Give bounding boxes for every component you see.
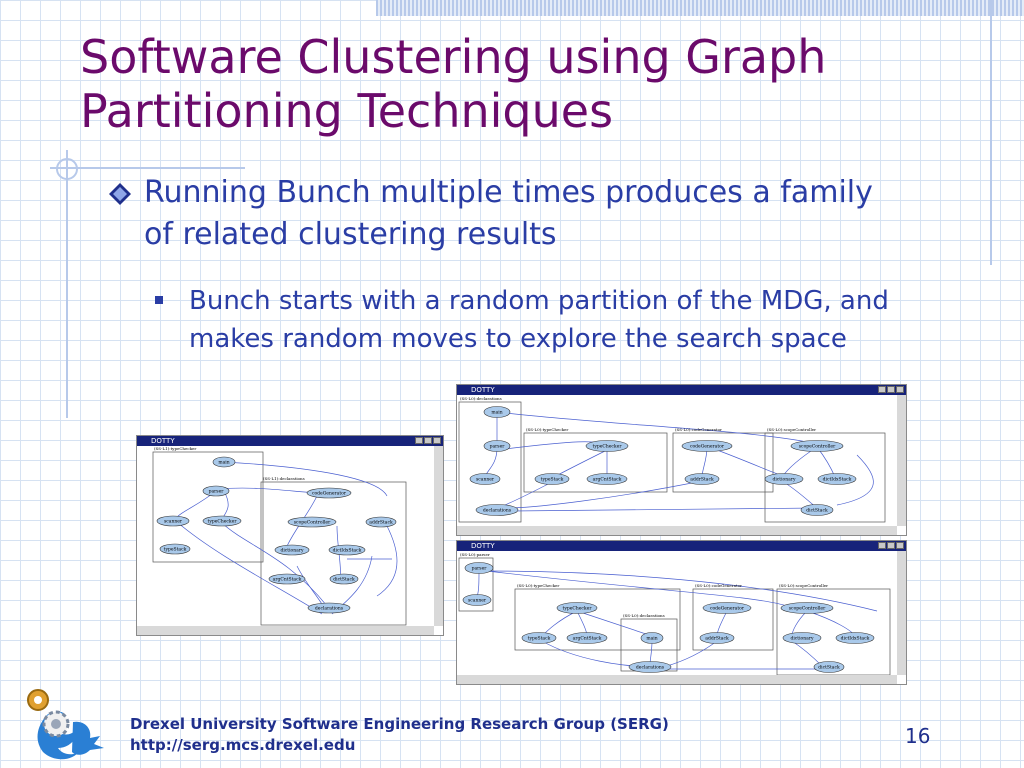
node-label: codeGenerator	[312, 491, 347, 497]
window-titlebar: DOTTY	[457, 541, 906, 551]
decorative-band	[376, 0, 1024, 16]
cluster-label: (SS-L0):codeGenerator	[675, 427, 722, 432]
graph-canvas: main parser scanner typeChecker typeStac…	[458, 396, 886, 523]
node-label: declarations	[636, 665, 665, 671]
node-label: argCntStack	[593, 477, 622, 483]
graph-canvas: parser scanner typeChecker typeStack arg…	[458, 552, 891, 675]
node-label: addrStack	[690, 477, 714, 483]
node-label: codeGenerator	[690, 444, 725, 450]
window-title: DOTTY	[471, 386, 495, 394]
minimize-button[interactable]	[878, 542, 886, 549]
cluster-label: (SS-L0):typeChecker	[526, 427, 568, 432]
slide-title: Software Clustering using Graph Partitio…	[80, 30, 827, 138]
node-label: scopeController	[294, 520, 331, 526]
close-button[interactable]	[896, 542, 904, 549]
dotty-window-top-right: DOTTY	[456, 384, 907, 536]
cluster-label: (SS-L0):scopeController	[779, 583, 828, 588]
node-label: dictStack	[818, 665, 840, 671]
diamond-bullet-icon	[109, 183, 131, 205]
cluster-label: (SS-L1):declarations	[263, 476, 305, 481]
vertical-scrollbar[interactable]	[434, 446, 443, 626]
node-label: scopeController	[799, 444, 836, 450]
footer-org: Drexel University Software Engineering R…	[130, 715, 669, 733]
vertical-scrollbar[interactable]	[897, 551, 906, 675]
close-button[interactable]	[896, 386, 904, 393]
window-titlebar: DOTTY	[457, 385, 906, 395]
minimize-button[interactable]	[415, 437, 423, 444]
node-label: typeChecker	[563, 606, 593, 612]
window-title: DOTTY	[151, 437, 175, 445]
node-label: dictIdxStack	[841, 636, 870, 642]
square-bullet-icon	[155, 296, 163, 304]
close-button[interactable]	[433, 437, 441, 444]
decorative-line	[50, 167, 245, 169]
dotty-window-left: DOTTY	[136, 435, 444, 636]
decorative-line	[990, 0, 992, 265]
window-title: DOTTY	[471, 542, 495, 550]
cluster-label: (SS-L0):typeChecker	[517, 583, 559, 588]
node-label: typeStack	[528, 636, 551, 642]
cluster-label: (SS-L0):parser	[460, 552, 490, 557]
node-label: typeChecker	[593, 444, 623, 450]
decorative-circle	[56, 158, 78, 180]
node-label: main	[218, 460, 229, 466]
horizontal-scrollbar[interactable]	[137, 626, 434, 635]
node-label: argCntStack	[573, 636, 602, 642]
node-label: addrStack	[369, 520, 393, 526]
page-number: 16	[905, 724, 931, 748]
bullet-text: Running Bunch multiple times produces a …	[144, 175, 873, 252]
horizontal-scrollbar[interactable]	[457, 526, 897, 535]
node-label: scanner	[164, 520, 183, 525]
node-label: parser	[490, 445, 506, 450]
node-label: dictionary	[790, 636, 814, 642]
node-label: scopeController	[789, 606, 826, 612]
maximize-button[interactable]	[424, 437, 432, 444]
node-label: typeChecker	[208, 519, 238, 525]
dotty-window-bottom-right: DOTTY	[456, 540, 907, 685]
node-label: dictIdxStack	[333, 548, 362, 554]
node-label: argCntStack	[273, 577, 302, 583]
bullet-text: Bunch starts with a random partition of …	[189, 286, 889, 354]
node-label: addrStack	[705, 636, 729, 642]
node-label: codeGenerator	[710, 606, 745, 612]
vertical-scrollbar[interactable]	[897, 395, 906, 526]
cluster-label: (SS-L1):typeChecker	[154, 446, 196, 451]
footer: Drexel University Software Engineering R…	[130, 714, 669, 756]
node-label: declarations	[315, 606, 344, 612]
node-label: typeStack	[164, 547, 187, 553]
horizontal-scrollbar[interactable]	[457, 675, 897, 684]
node-label: dictionary	[280, 548, 304, 554]
minimize-button[interactable]	[878, 386, 886, 393]
node-label: dictStack	[806, 508, 828, 514]
footer-url[interactable]: http://serg.mcs.drexel.edu	[130, 736, 356, 754]
maximize-button[interactable]	[887, 386, 895, 393]
node-label: dictStack	[333, 577, 355, 583]
node-label: parser	[472, 567, 488, 572]
decorative-line	[66, 150, 68, 418]
node-label: parser	[209, 490, 225, 495]
node-label: declarations	[483, 508, 512, 514]
cluster-label: (SS-L0):codeGenerator	[695, 583, 742, 588]
node-label: scanner	[468, 599, 487, 604]
cluster-label: (SS-L0):declarations	[460, 396, 502, 401]
node-label: dictIdxStack	[823, 477, 852, 483]
maximize-button[interactable]	[887, 542, 895, 549]
node-label: typeStack	[541, 477, 564, 483]
node-label: scanner	[476, 478, 495, 483]
node-label: main	[646, 636, 657, 642]
window-titlebar: DOTTY	[137, 436, 443, 446]
node-label: main	[491, 410, 502, 416]
serg-logo-icon	[27, 689, 104, 760]
cluster-label: (SS-L0):declarations	[623, 613, 665, 618]
graph-canvas: main parser scanner typeChecker typeStac…	[152, 446, 407, 626]
cluster-label: (SS-L0):scopeController	[767, 427, 816, 432]
node-label: dictionary	[772, 477, 796, 483]
